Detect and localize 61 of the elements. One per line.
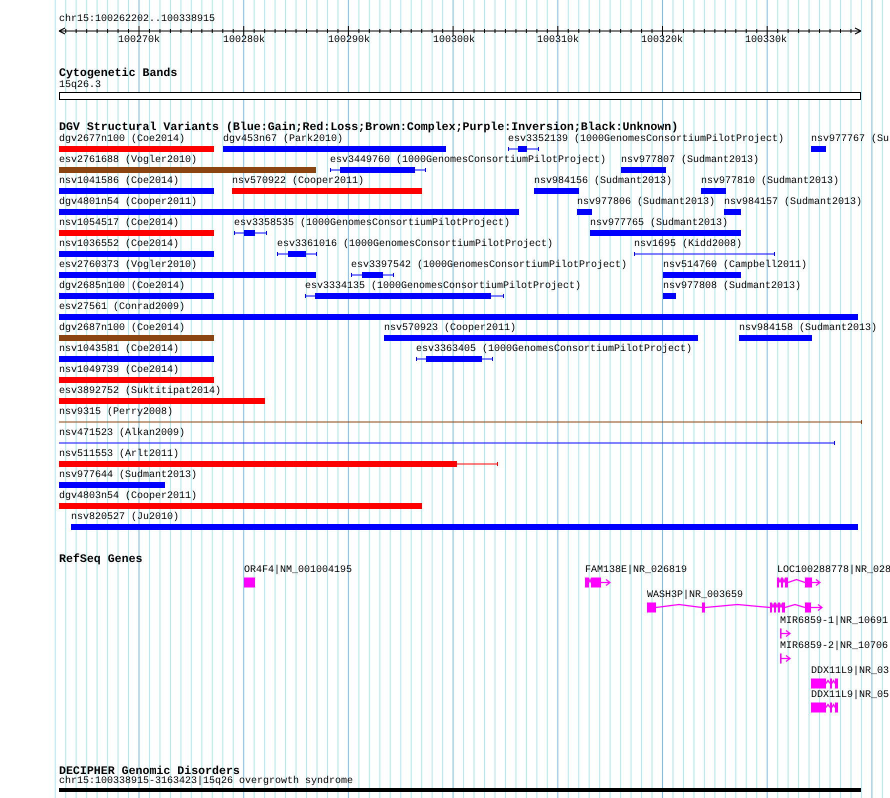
feature-label: nsv984158 (Sudmant2013) bbox=[739, 323, 878, 334]
gene-label: FAM138E|NR_026819 bbox=[585, 564, 688, 576]
feature-label: nsv1036552 (Coe2014) bbox=[59, 239, 180, 250]
gene-label: DDX11L9|NR_05 bbox=[811, 690, 890, 700]
feature-label: nsv570922 (Cooper2011) bbox=[232, 176, 366, 187]
feature-label: esv3334135 (1000GenomesConsortiumPilotProject) bbox=[305, 281, 582, 292]
feature-label: dgv2677n100 (Coe2014) bbox=[59, 134, 186, 145]
gene-label: MIR6859-1|NR_10691 bbox=[780, 616, 888, 626]
feature-label: esv3892752 (Suktitipat2014) bbox=[59, 386, 222, 397]
feature-label: esv27561 (Conrad2009) bbox=[59, 302, 186, 313]
feature-label: dgv4803n54 (Cooper2011) bbox=[59, 491, 198, 502]
feature-label: dgv453n67 (Park2010) bbox=[223, 134, 344, 145]
feature-label: nsv1041586 (Coe2014) bbox=[59, 176, 180, 187]
band-label: 15q26.3 bbox=[59, 80, 102, 91]
tick-label: 100270k bbox=[118, 35, 160, 46]
tick-label: 100290k bbox=[328, 35, 370, 46]
tick-label: 100280k bbox=[223, 35, 266, 46]
tick-label: 100300k bbox=[433, 35, 476, 46]
feature-label: nsv977808 (Sudmant2013) bbox=[663, 281, 802, 292]
feature-label: esv3358535 (1000GenomesConsortiumPilotProject) bbox=[234, 218, 510, 229]
feature-label: nsv570923 (Cooper2011) bbox=[384, 323, 518, 334]
feature-label: nsv1695 (Kidd2008) bbox=[634, 239, 744, 250]
feature-label: nsv820527 (Ju2010) bbox=[71, 512, 180, 523]
ruler-label: chr15:100262202..100338915 bbox=[59, 14, 216, 25]
feature-label: chr15:100338915-3163423|15q26 overgrowth syndrome bbox=[59, 776, 354, 787]
feature-label: nsv9315 (Perry2008) bbox=[59, 407, 174, 418]
feature-label: esv2761688 (Vogler2010) bbox=[59, 155, 198, 166]
track-title: Cytogenetic Bands bbox=[59, 67, 178, 80]
track-title: DGV Structural Variants (Blue:Gain;Red:Loss;Brown:Complex;Purple:Inversion;Black:Unknown) bbox=[59, 121, 678, 134]
feature-label: dgv4801n54 (Cooper2011) bbox=[59, 197, 198, 208]
tick-label: 100330k bbox=[745, 35, 788, 46]
gene-label: OR4F4|NM_001004195 bbox=[244, 564, 352, 576]
feature-label: nsv984157 (Sudmant2013) bbox=[724, 197, 862, 208]
gene-label: LOC100288778|NR_028 bbox=[777, 564, 890, 576]
tick-label: 100320k bbox=[641, 35, 684, 46]
gene-label: DDX11L9|NR_03 bbox=[811, 666, 890, 676]
feature-label: nsv1049739 (Coe2014) bbox=[59, 365, 180, 376]
feature-label: dgv2685n100 (Coe2014) bbox=[59, 281, 186, 292]
feature-label: nsv1054517 (Coe2014) bbox=[59, 218, 180, 229]
track-title: RefSeq Genes bbox=[59, 553, 142, 566]
feature-label: nsv471523 (Alkan2009) bbox=[59, 428, 186, 439]
tick-label: 100310k bbox=[537, 35, 580, 46]
feature-label: nsv514760 (Campbell2011) bbox=[663, 260, 808, 271]
feature-label: nsv977644 (Sudmant2013) bbox=[59, 470, 198, 481]
feature-label: nsv977807 (Sudmant2013) bbox=[621, 155, 760, 166]
feature-label: nsv977810 (Sudmant2013) bbox=[701, 176, 840, 187]
feature-label: nsv977767 (Su bbox=[811, 134, 890, 145]
feature-label: esv3352139 (1000GenomesConsortiumPilotProject) bbox=[508, 134, 784, 145]
feature-label: nsv977806 (Sudmant2013) bbox=[577, 197, 716, 208]
feature-label: nsv511553 (Arlt2011) bbox=[59, 449, 180, 460]
feature-label: esv3449760 (1000GenomesConsortiumPilotProject) bbox=[330, 155, 606, 166]
feature-label: nsv1043581 (Coe2014) bbox=[59, 344, 180, 355]
feature-label: nsv984156 (Sudmant2013) bbox=[534, 176, 672, 187]
feature-label: nsv977765 (Sudmant2013) bbox=[590, 218, 730, 229]
feature-label: esv3397542 (1000GenomesConsortiumPilotProject) bbox=[351, 260, 628, 271]
feature-label: dgv2687n100 (Coe2014) bbox=[59, 323, 186, 334]
feature-label: esv2760373 (Vogler2010) bbox=[59, 260, 198, 271]
gene-label: WASH3P|NR_003659 bbox=[647, 590, 744, 600]
feature-label: esv3361016 (1000GenomesConsortiumPilotProject) bbox=[277, 239, 554, 250]
feature-label: esv3363405 (1000GenomesConsortiumPilotProject) bbox=[416, 344, 692, 355]
gene-label: MIR6859-2|NR_10706 bbox=[780, 640, 888, 652]
